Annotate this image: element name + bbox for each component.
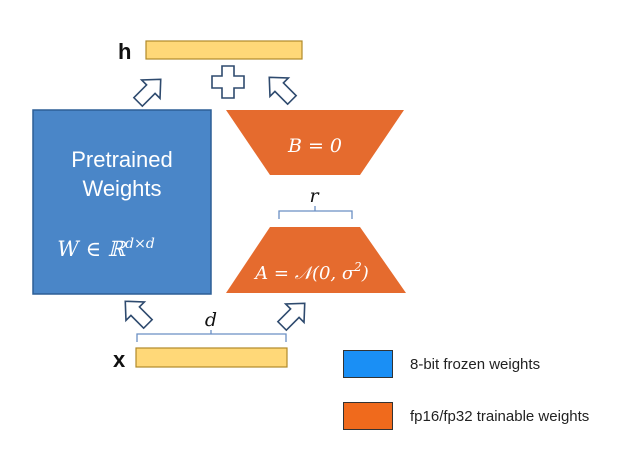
output-label-h: h (118, 39, 131, 64)
legend-label-frozen: 8-bit frozen weights (410, 356, 541, 373)
pretrained-formula: W ∈ ℝd×d (57, 236, 155, 261)
lora-a-formula: A = 𝒩(0, σ2) (253, 260, 369, 284)
plus-icon (211, 65, 245, 99)
lora-b-matrix (226, 110, 404, 175)
pretrained-weights-box (32, 109, 212, 295)
dimension-bracket (136, 330, 287, 342)
arrow-up-left-icon (268, 76, 298, 106)
dimension-label-d: d (205, 309, 217, 331)
input-vector-bar (135, 347, 288, 368)
rank-label-r: r (309, 185, 320, 207)
input-label-x: x (113, 347, 126, 372)
pretrained-label-line1: Pretrained (71, 147, 173, 172)
arrow-input-up-left-icon (124, 300, 154, 330)
legend-swatch-frozen (343, 350, 393, 378)
output-vector-bar (145, 40, 303, 60)
lora-b-formula: B = 0 (287, 135, 342, 157)
rank-bracket (278, 206, 353, 219)
arrow-input-up-right-icon (276, 302, 306, 332)
legend-swatch-trainable (343, 402, 393, 430)
lora-a-matrix (226, 227, 406, 293)
legend-label-trainable: fp16/fp32 trainable weights (410, 408, 590, 425)
pretrained-label-line2: Weights (82, 176, 161, 201)
arrow-up-right-icon (132, 78, 162, 108)
